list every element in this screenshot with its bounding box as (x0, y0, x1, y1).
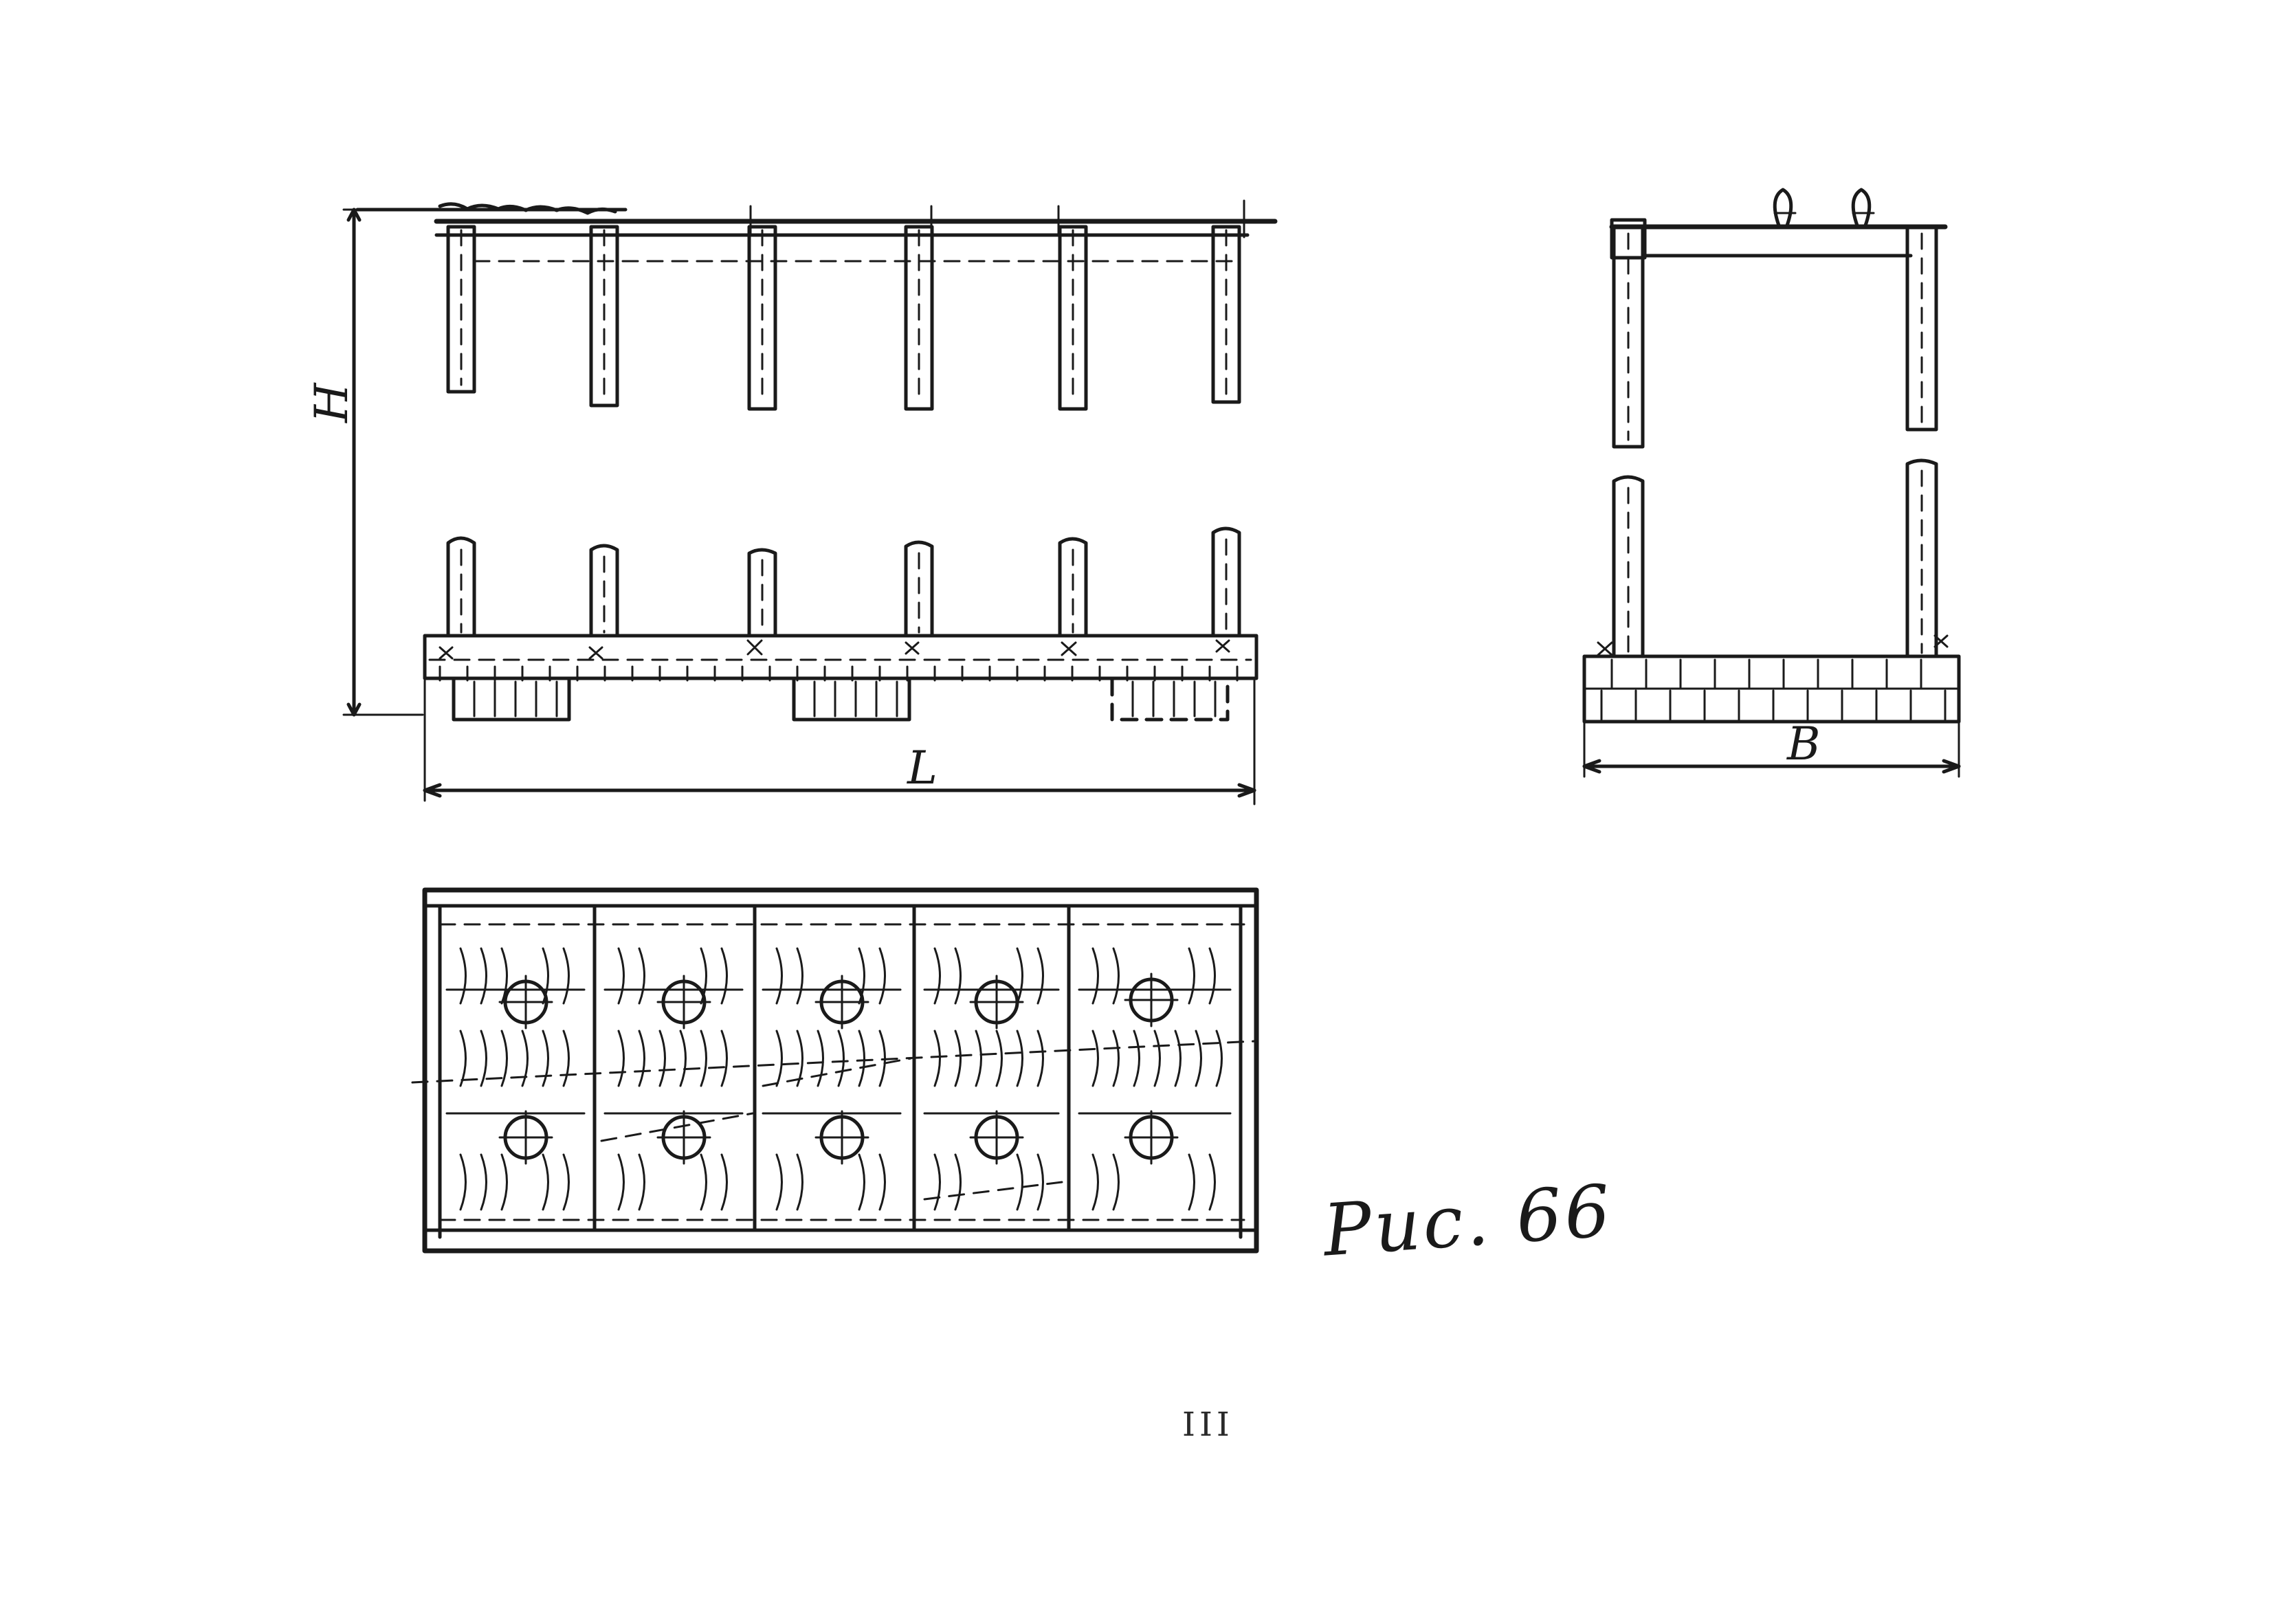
plan-view (411, 887, 1259, 1254)
plan-openings (498, 972, 1179, 1165)
upper-posts (446, 199, 1245, 411)
plan-masonry (445, 947, 1232, 1211)
side-top-bar (1609, 188, 1948, 260)
base-beam (423, 634, 1259, 722)
page-number: III (1182, 1405, 1234, 1444)
dimension-height (342, 208, 424, 717)
side-lower-posts (1597, 458, 1949, 658)
dimension-width (1582, 720, 1961, 778)
side-base (1582, 654, 1961, 724)
side-upper-posts (1612, 225, 1938, 449)
lower-posts (446, 526, 1241, 638)
front-elevation-view: H L (305, 199, 1278, 805)
dimension-width-label: B (1786, 718, 1821, 770)
dimension-length-label: L (907, 742, 938, 794)
dimension-length (423, 679, 1256, 805)
side-elevation-view: B (1582, 188, 1961, 778)
top-rail (355, 202, 1278, 263)
plan-dividers (411, 904, 1256, 1232)
dimension-height-label: H (305, 382, 358, 423)
